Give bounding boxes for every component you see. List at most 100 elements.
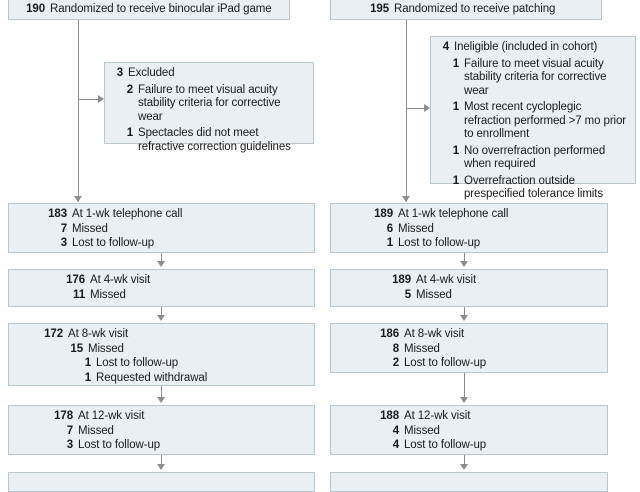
right-exclusion-item-1-count: 1 bbox=[452, 101, 459, 113]
right-visit-2-item-1-label: Lost to follow-up bbox=[404, 357, 487, 369]
right-exclusion-title-count: 4 bbox=[442, 41, 449, 53]
left-exclusion-item-0-label: Failure to meet visual acuity stability … bbox=[138, 83, 281, 123]
right-exclusion-item-3: 1 Overrefraction outside prespecified to… bbox=[437, 175, 629, 202]
right-exclusion-branch-line bbox=[406, 108, 426, 109]
right-visit-0-item-1: 1 Lost to follow-up bbox=[337, 237, 601, 251]
left-connector-0-1-arrowhead bbox=[157, 261, 165, 267]
left-exclusion-item-0-count: 2 bbox=[126, 83, 133, 96]
left-exclusion-item-1-label: Spectacles did not meet refractive corre… bbox=[138, 127, 291, 153]
right-arm-header-box: 195 Randomized to receive patching bbox=[330, 0, 602, 20]
left-visit-box-2: 172 At 8-wk visit 15 Missed 1 Lost to fo… bbox=[8, 323, 315, 386]
right-visit-2-item-1: 2 Lost to follow-up bbox=[337, 357, 601, 371]
right-connector-0-1-arrowhead bbox=[460, 261, 468, 267]
left-exclusion-title-row: 3 Excluded bbox=[111, 67, 307, 81]
right-visit-0-title-row: 189 At 1-wk telephone call bbox=[337, 208, 601, 222]
right-visit-0-label: At 1-wk telephone call bbox=[398, 208, 509, 220]
right-connector-2-3-arrowhead bbox=[460, 397, 468, 403]
left-visit-0-item-1-count: 3 bbox=[60, 237, 67, 249]
right-visit-3-item-0-label: Missed bbox=[404, 424, 440, 437]
right-exclusion-item-1-label: Most recent cycloplegic refraction perfo… bbox=[464, 101, 627, 140]
right-visit-2-item-0-label: Missed bbox=[404, 342, 440, 355]
left-exclusion-title-label: Excluded bbox=[128, 67, 175, 79]
right-visit-0-count: 189 bbox=[374, 208, 393, 220]
left-visit-3-item-1-count: 3 bbox=[66, 439, 73, 451]
left-visit-box-4-partial bbox=[8, 472, 315, 492]
right-connector-1-2 bbox=[464, 307, 465, 319]
right-exclusion-item-3-label: Overrefraction outside prespecified tole… bbox=[464, 174, 603, 201]
right-exclusion-item-2: 1 No overrefraction performed when requi… bbox=[437, 145, 629, 172]
left-visit-3-item-0-label: Missed bbox=[78, 424, 114, 437]
right-exclusion-item-2-count: 1 bbox=[452, 144, 459, 157]
left-visit-0-item-0: 7 Missed bbox=[15, 223, 308, 237]
right-visit-box-0: 189 At 1-wk telephone call 6 Missed 1 Lo… bbox=[330, 203, 608, 253]
left-visit-2-item-1: 1 Lost to follow-up bbox=[15, 357, 308, 371]
left-visit-0-title-row: 183 At 1-wk telephone call bbox=[15, 208, 308, 222]
left-visit-0-item-1-label: Lost to follow-up bbox=[72, 237, 155, 249]
right-visit-1-item-0: 5 Missed bbox=[337, 289, 601, 303]
left-visit-3-count: 178 bbox=[54, 410, 73, 422]
right-trunk-arrowhead bbox=[402, 196, 410, 202]
left-arm-header-label: Randomized to receive binocular iPad gam… bbox=[50, 3, 272, 15]
left-exclusion-branch-line bbox=[78, 99, 100, 100]
left-connector-2-3-arrowhead bbox=[157, 397, 165, 403]
left-connector-1-2 bbox=[161, 307, 162, 319]
right-visit-1-item-0-label: Missed bbox=[416, 288, 452, 301]
left-exclusion-item-1: 1 Spectacles did not meet refractive cor… bbox=[111, 127, 307, 154]
left-connector-1-2-arrowhead bbox=[157, 315, 165, 321]
right-visit-box-1: 189 At 4-wk visit 5 Missed bbox=[330, 269, 608, 307]
left-arm-header-count: 190 bbox=[26, 3, 45, 15]
left-arm-header-box: 190 Randomized to receive binocular iPad… bbox=[8, 0, 290, 20]
left-visit-3-title-row: 178 At 12-wk visit bbox=[15, 410, 308, 424]
right-visit-3-item-1-label: Lost to follow-up bbox=[404, 439, 487, 451]
right-visit-3-item-1-count: 4 bbox=[392, 439, 399, 451]
left-visit-box-0: 183 At 1-wk telephone call 7 Missed 3 Lo… bbox=[8, 203, 315, 253]
left-connector-3-next-arrowhead bbox=[157, 464, 165, 470]
left-visit-0-count: 183 bbox=[48, 208, 67, 220]
right-exclusion-item-3-count: 1 bbox=[452, 174, 459, 187]
right-visit-0-item-0-label: Missed bbox=[398, 222, 434, 235]
left-connector-3-next bbox=[161, 455, 162, 469]
right-visit-0-item-1-count: 1 bbox=[386, 237, 393, 249]
right-visit-2-item-0-count: 8 bbox=[392, 342, 399, 355]
left-visit-1-item-0-count: 11 bbox=[73, 288, 85, 301]
left-visit-1-count: 176 bbox=[66, 274, 85, 286]
left-visit-0-label: At 1-wk telephone call bbox=[72, 208, 183, 220]
right-visit-3-label: At 12-wk visit bbox=[404, 410, 471, 422]
right-visit-2-item-1-count: 2 bbox=[392, 357, 399, 369]
left-visit-box-1: 176 At 4-wk visit 11 Missed bbox=[8, 269, 315, 307]
right-visit-1-item-0-count: 5 bbox=[404, 288, 411, 301]
left-visit-2-item-2-count: 1 bbox=[84, 371, 91, 384]
left-trunk-arrowhead bbox=[74, 196, 82, 202]
right-visit-0-item-0: 6 Missed bbox=[337, 223, 601, 237]
left-visit-1-item-0-label: Missed bbox=[90, 288, 126, 301]
left-visit-1-item-0: 11 Missed bbox=[15, 289, 308, 303]
left-exclusion-box: 3 Excluded 2 Failure to meet visual acui… bbox=[104, 62, 314, 153]
right-visit-3-title-row: 188 At 12-wk visit bbox=[337, 410, 601, 424]
right-visit-1-title-row: 189 At 4-wk visit bbox=[337, 274, 601, 288]
right-connector-2-3 bbox=[464, 373, 465, 401]
left-visit-2-item-0-count: 15 bbox=[70, 342, 83, 355]
right-exclusion-branch-arrowhead bbox=[424, 104, 430, 112]
left-visit-1-label: At 4-wk visit bbox=[90, 274, 151, 286]
left-visit-3-item-1: 3 Lost to follow-up bbox=[15, 439, 308, 453]
left-exclusion-item-1-count: 1 bbox=[126, 127, 133, 139]
left-visit-2-item-2: 1 Requested withdrawal bbox=[15, 372, 308, 386]
left-visit-2-item-0-label: Missed bbox=[88, 342, 124, 355]
right-visit-0-item-0-count: 6 bbox=[386, 222, 393, 235]
right-visit-0-item-1-label: Lost to follow-up bbox=[398, 237, 481, 249]
right-visit-3-count: 188 bbox=[380, 410, 399, 422]
left-exclusion-title-count: 3 bbox=[116, 67, 123, 79]
right-visit-2-title-row: 186 At 8-wk visit bbox=[337, 328, 601, 342]
right-exclusion-title-label: Ineligible (included in cohort) bbox=[454, 41, 598, 53]
right-connector-0-1 bbox=[464, 253, 465, 265]
right-visit-1-count: 189 bbox=[392, 274, 411, 286]
left-exclusion-item-0: 2 Failure to meet visual acuity stabilit… bbox=[111, 84, 307, 125]
right-visit-box-3: 188 At 12-wk visit 4 Missed 4 Lost to fo… bbox=[330, 405, 608, 455]
right-visit-box-2: 186 At 8-wk visit 8 Missed 2 Lost to fol… bbox=[330, 323, 608, 373]
left-visit-box-3: 178 At 12-wk visit 7 Missed 3 Lost to fo… bbox=[8, 405, 315, 455]
right-connector-3-next-arrowhead bbox=[460, 464, 468, 470]
right-connector-1-2-arrowhead bbox=[460, 315, 468, 321]
left-connector-0-1 bbox=[161, 253, 162, 265]
left-visit-2-item-2-label: Requested withdrawal bbox=[96, 371, 208, 384]
left-visit-3-item-1-label: Lost to follow-up bbox=[78, 439, 161, 451]
